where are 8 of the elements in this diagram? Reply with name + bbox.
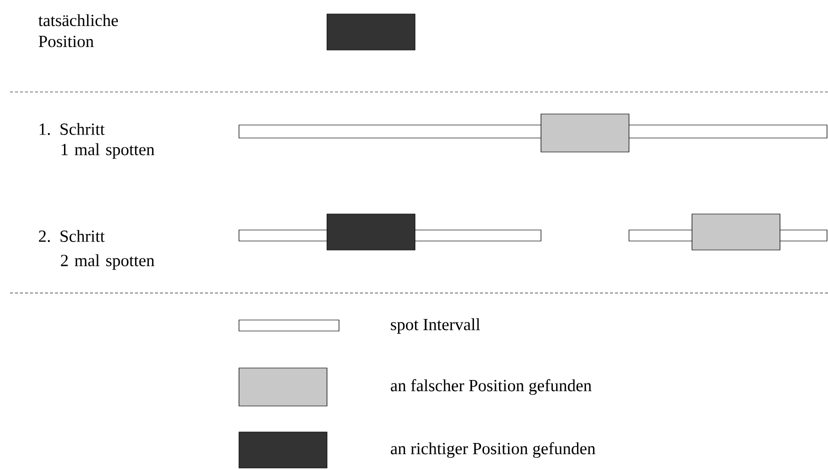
legend-text: an falscher Position gefunden [390, 379, 592, 395]
step-label: 1. Schritt [40, 122, 105, 135]
step-label: 1 mal spotten [62, 143, 154, 159]
legend-text: an richtiger Position gefunden [390, 442, 596, 458]
step-label: 2. Schritt [38, 230, 105, 242]
legend-text: spot Intervall [390, 318, 480, 334]
step-label: 2 mal spotten [60, 254, 154, 270]
step-label: tatsächliche Position [38, 14, 118, 48]
